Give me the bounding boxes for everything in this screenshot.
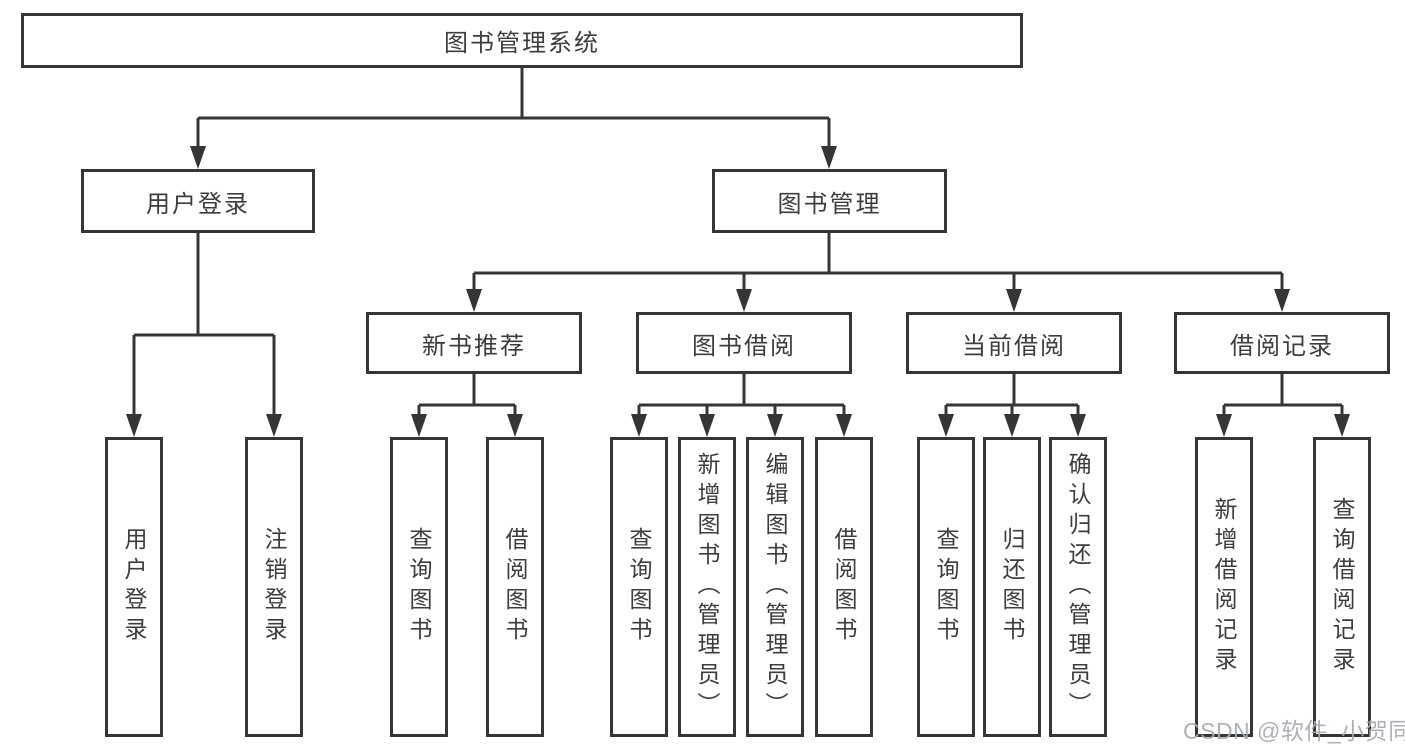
leaf-edit-book-admin: 编辑图书（管理员）: [746, 437, 804, 737]
arrow-icon: [736, 289, 752, 312]
node-label: 图书管理系统: [444, 30, 600, 57]
leaf-query-books-borrowing: 查询图书: [610, 437, 668, 737]
arrow-icon: [767, 414, 783, 437]
node-label: 归还图书: [999, 527, 1025, 647]
node-label: 查询图书: [933, 527, 959, 647]
arrow-icon: [699, 414, 715, 437]
leaf-logout: 注销登录: [245, 437, 303, 737]
leaf-add-book-admin: 新增图书（管理员）: [678, 437, 736, 737]
arrow-icon: [266, 414, 282, 437]
arrow-icon: [126, 414, 142, 437]
node-label: 用户登录: [146, 190, 250, 218]
arrow-icon: [1216, 414, 1232, 437]
node-label: 查询图书: [626, 527, 652, 647]
leaf-query-borrow-record: 查询借阅记录: [1313, 437, 1371, 737]
node-book-management-branch: 图书管理: [712, 169, 947, 233]
arrow-icon: [1006, 289, 1022, 312]
arrow-icon: [1274, 289, 1290, 312]
node-label: 确认归还（管理员）: [1065, 452, 1091, 722]
arrow-icon: [507, 414, 523, 437]
arrow-icon: [836, 414, 852, 437]
csdn-watermark: CSDN @软件_小贺同学: [1183, 718, 1405, 744]
leaf-query-books-current: 查询图书: [917, 437, 975, 737]
leaf-borrow-books-recommend: 借阅图书: [486, 437, 544, 737]
node-label: 借阅图书: [502, 527, 528, 647]
node-label: 借阅图书: [831, 527, 857, 647]
leaf-add-borrow-record: 新增借阅记录: [1195, 437, 1253, 737]
node-root-system: 图书管理系统: [21, 13, 1023, 68]
leaf-user-login: 用户登录: [105, 437, 163, 737]
node-label: 当前借阅: [962, 332, 1066, 360]
node-label: 编辑图书（管理员）: [762, 452, 788, 722]
arrow-icon: [821, 146, 837, 169]
leaf-confirm-return-admin: 确认归还（管理员）: [1049, 437, 1107, 737]
node-label: 查询借阅记录: [1329, 497, 1355, 677]
node-label: 图书管理: [777, 190, 882, 218]
node-label: 新增图书（管理员）: [694, 452, 720, 722]
leaf-borrow-books-borrowing: 借阅图书: [815, 437, 873, 737]
leaf-query-books-recommend: 查询图书: [390, 437, 448, 737]
node-label: 查询图书: [406, 527, 432, 647]
node-label: 借阅记录: [1230, 332, 1334, 360]
node-label: 用户登录: [121, 527, 147, 647]
node-label: 新书推荐: [422, 332, 526, 360]
arrow-icon: [466, 289, 482, 312]
node-label: 注销登录: [261, 527, 287, 647]
leaf-return-book: 归还图书: [983, 437, 1041, 737]
node-user-login-branch: 用户登录: [81, 169, 315, 233]
arrow-icon: [1334, 414, 1350, 437]
arrow-icon: [411, 414, 427, 437]
arrowheads: [126, 146, 1350, 437]
connector-lines: [132, 68, 1344, 415]
node-book-borrowing: 图书借阅: [636, 312, 852, 374]
arrow-icon: [1004, 414, 1020, 437]
arrow-icon: [631, 414, 647, 437]
arrow-icon: [190, 146, 206, 169]
arrow-icon: [1070, 414, 1086, 437]
arrow-icon: [938, 414, 954, 437]
node-label: 新增借阅记录: [1211, 497, 1237, 677]
node-borrowing-records: 借阅记录: [1174, 312, 1390, 374]
node-current-borrowing: 当前借阅: [906, 312, 1122, 374]
node-new-book-recommend: 新书推荐: [366, 312, 582, 374]
node-label: 图书借阅: [692, 332, 796, 360]
